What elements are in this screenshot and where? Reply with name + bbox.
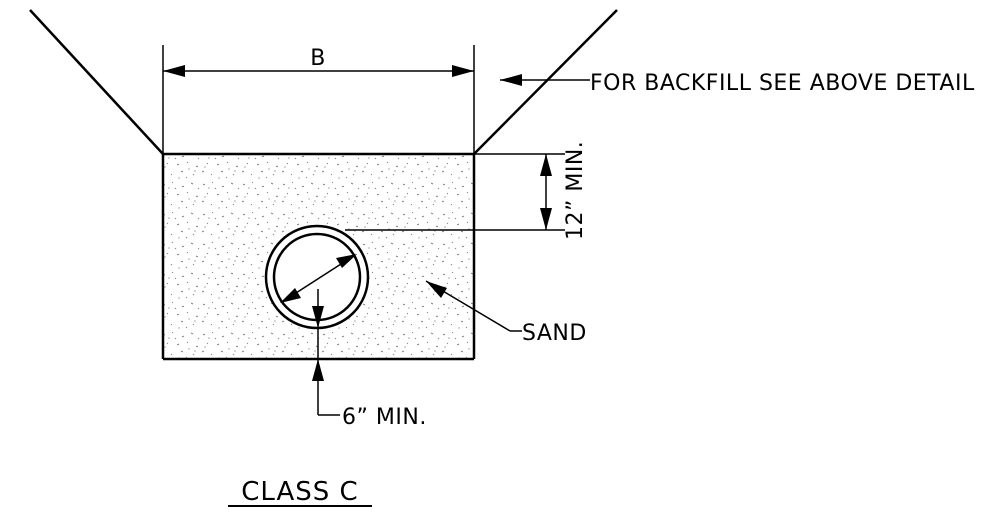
sand-label: SAND — [522, 321, 587, 346]
backfill-note: FOR BACKFILL SEE ABOVE DETAIL — [590, 71, 975, 96]
backfill-leader-arrow — [500, 74, 522, 86]
cover-arrow-bottom — [540, 208, 552, 230]
bedding-arrow-bottom — [312, 359, 324, 381]
sand-leader-arrow — [426, 281, 447, 298]
pipe-diameter-arrow-sw — [280, 288, 301, 303]
dimension-b-arrow-right — [452, 65, 474, 77]
bedding-arrow-top — [312, 306, 324, 328]
pipe-diameter-arrow-ne — [336, 254, 357, 268]
bedding-depth-label: 6” MIN. — [342, 405, 427, 430]
detail-title: CLASS C — [241, 477, 358, 507]
trench-right-slope — [473, 9, 618, 155]
cover-dimension-label: 12” MIN. — [563, 141, 588, 240]
dimension-b-label: B — [310, 46, 326, 71]
dimension-b-arrow-left — [163, 65, 185, 77]
cover-arrow-top — [540, 154, 552, 176]
trench-left-slope — [29, 9, 164, 155]
